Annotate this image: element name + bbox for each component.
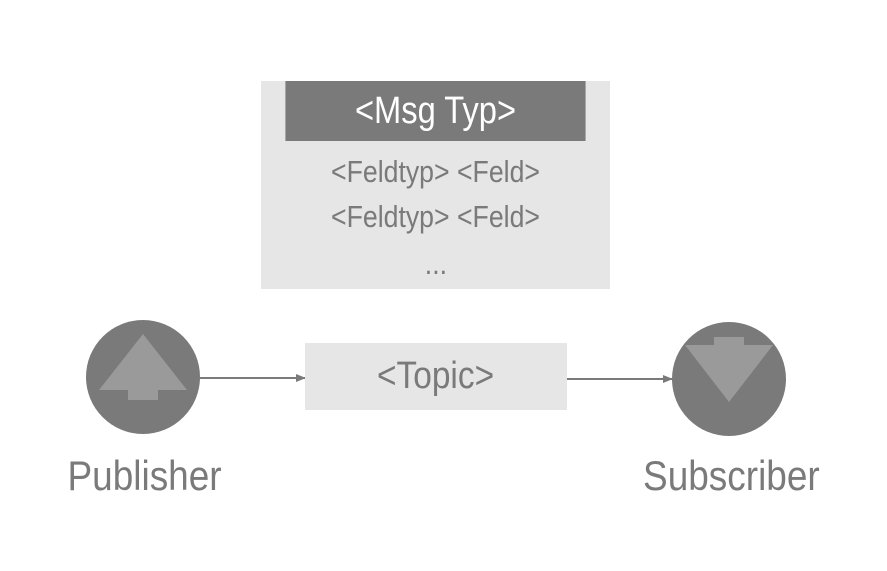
- message-definition-box: <Msg Typ> <Feldtyp> <Feld> <Feldtyp> <Fe…: [261, 81, 610, 289]
- message-field-line: <Feldtyp> <Feld>: [261, 199, 610, 235]
- message-type-title: <Msg Typ>: [285, 81, 586, 141]
- topic-label: <Topic>: [377, 355, 495, 397]
- message-field-line: <Feldtyp> <Feld>: [261, 154, 610, 190]
- topic-box: <Topic>: [305, 343, 567, 410]
- arrow-down-icon: [685, 337, 773, 402]
- arrow-up-icon: [99, 334, 187, 400]
- publisher-label: Publisher: [67, 452, 223, 499]
- message-ellipsis: ...: [424, 246, 447, 281]
- subscriber-label: Subscriber: [642, 452, 820, 499]
- subscriber-node: [672, 322, 786, 436]
- publisher-label-container: Publisher: [25, 452, 265, 500]
- subscriber-label-container: Subscriber: [611, 452, 851, 500]
- message-field-text: <Feldtyp> <Feld>: [331, 154, 540, 189]
- publisher-node: [86, 320, 200, 434]
- message-field-text: <Feldtyp> <Feld>: [331, 199, 540, 234]
